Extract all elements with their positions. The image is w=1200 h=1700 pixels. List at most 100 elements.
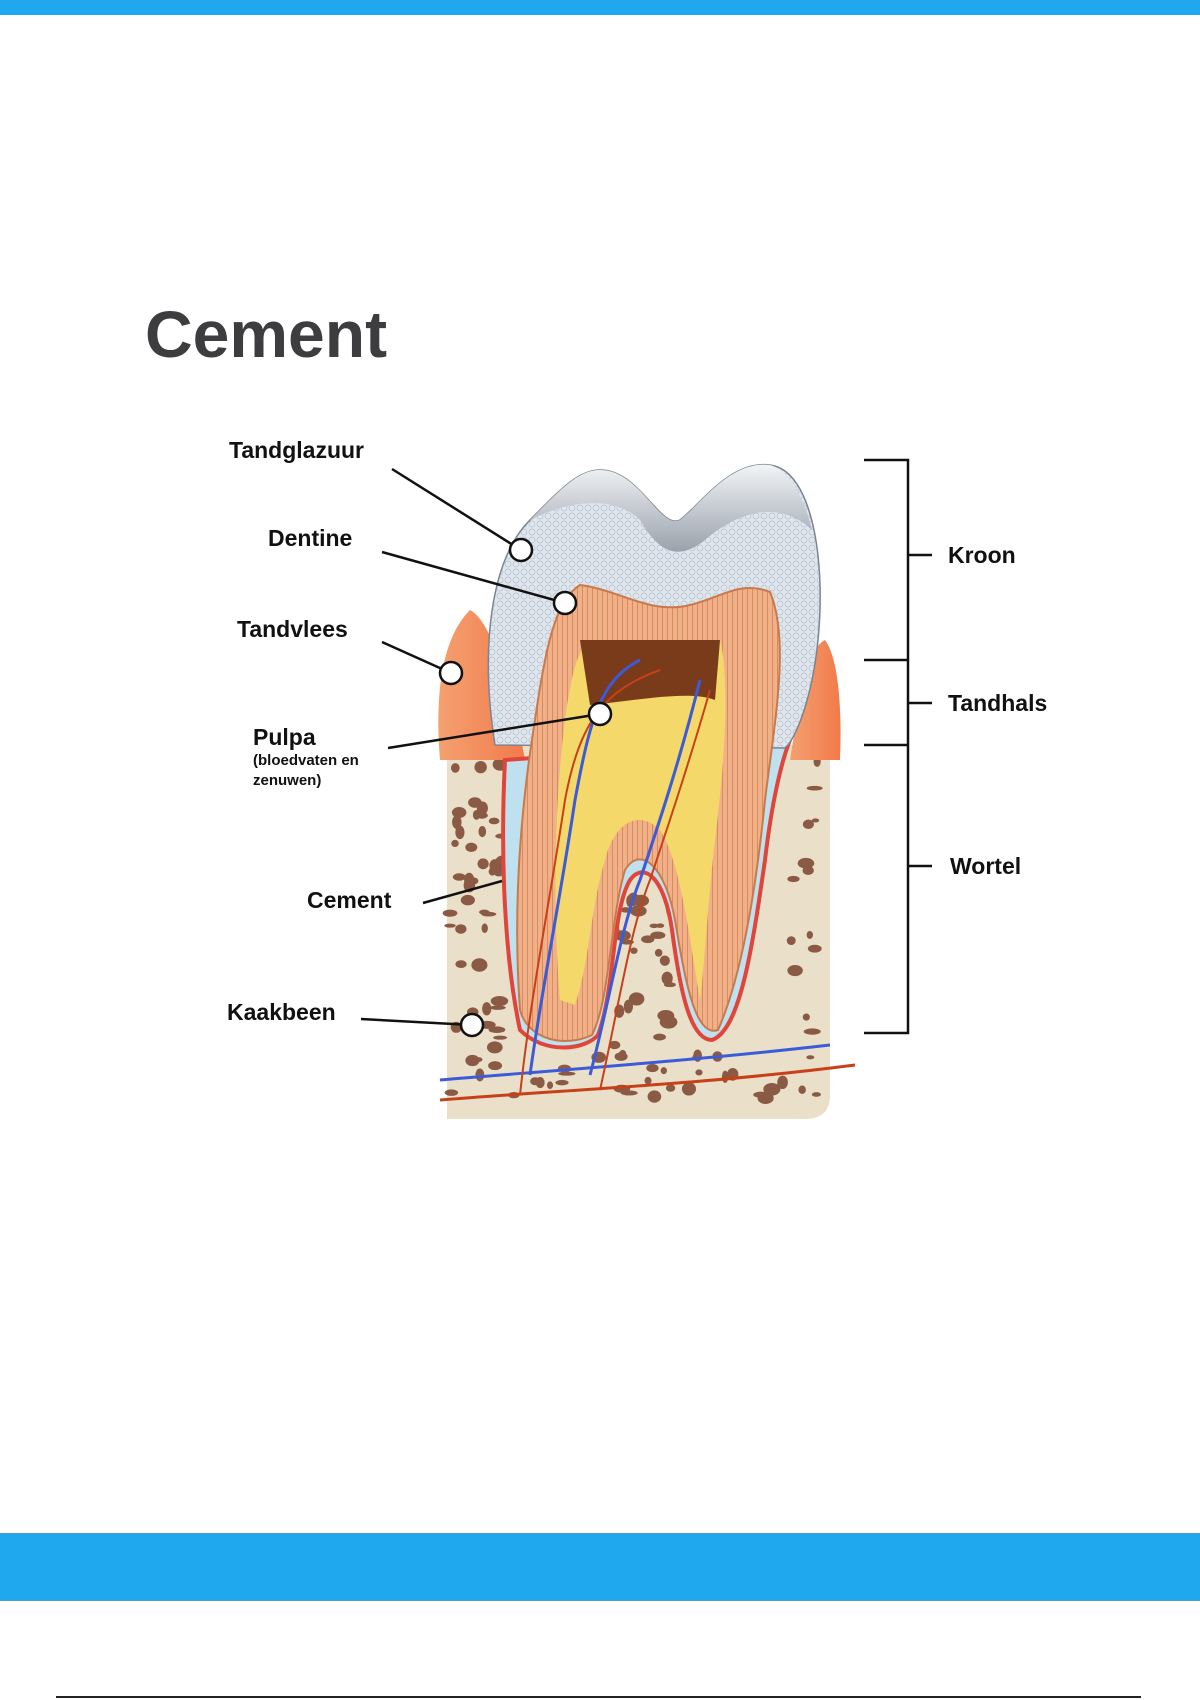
bone-pore	[478, 825, 487, 838]
bone-pore	[464, 872, 475, 887]
bone-pore	[721, 1070, 729, 1083]
bone-pore	[628, 992, 645, 1006]
label-pulp: Pulpa	[253, 724, 316, 750]
bone-pore	[659, 955, 670, 966]
bone-pore	[620, 1090, 638, 1096]
bone-pore	[465, 842, 478, 852]
bone-pore	[546, 1081, 554, 1089]
bone-pore	[489, 1005, 506, 1010]
bone-pore	[452, 873, 466, 881]
page-title: Cement	[145, 297, 388, 371]
bone-pore	[623, 999, 634, 1014]
bone-pore	[661, 971, 673, 985]
bone-pore	[803, 1028, 821, 1035]
bone-pore	[807, 944, 822, 953]
bone-pore	[471, 958, 488, 972]
blood-vessels	[439, 658, 856, 1102]
label-markers	[438, 537, 613, 1038]
label-jawbone: Kaakbeen	[227, 999, 336, 1025]
bone-pore	[444, 923, 456, 928]
marker-dentine	[552, 590, 578, 616]
bone-pore	[641, 935, 655, 944]
bone-pore	[455, 924, 467, 934]
region-bracket	[864, 458, 932, 1035]
label-cement: Cement	[307, 887, 392, 913]
bone-pore	[787, 965, 803, 977]
label-enamel: Tandglazuur	[229, 437, 365, 463]
bone-pore	[455, 960, 467, 969]
bone-pore	[608, 1040, 621, 1050]
bone-pore	[475, 1068, 485, 1082]
bone-pore	[451, 839, 459, 848]
bone-pore	[654, 948, 663, 957]
label-root: Wortel	[950, 853, 1022, 879]
bone-pore	[806, 1055, 815, 1060]
bone-pore	[630, 905, 647, 917]
bone-pore	[477, 858, 489, 870]
marker-pulp	[587, 701, 613, 727]
bone-pore	[555, 1079, 569, 1086]
bone-pore	[479, 909, 490, 915]
bone-pore	[451, 807, 467, 818]
bone-pore	[806, 785, 823, 791]
bone-pore	[777, 1075, 788, 1090]
bone-pore	[647, 1090, 662, 1103]
crown-cusps	[530, 464, 812, 552]
bone-pore	[802, 819, 814, 830]
bone-pore	[753, 1091, 769, 1098]
bone-pore	[653, 1033, 666, 1041]
bone-pore	[476, 805, 485, 813]
bone-pore	[763, 1082, 781, 1096]
bone-pore	[558, 1071, 576, 1076]
bone-pore	[806, 930, 814, 939]
bone-pore	[619, 1049, 627, 1059]
bone-pore	[482, 1002, 492, 1016]
bone-pore	[530, 1077, 541, 1086]
bone-pore	[468, 797, 482, 808]
bone-pore	[442, 909, 458, 917]
bone-pore	[444, 1089, 459, 1096]
pulp-shape	[555, 640, 726, 1005]
bone-pore	[493, 1035, 508, 1040]
bone-pore	[465, 1054, 480, 1067]
leader-lines	[360, 467, 601, 1027]
bone-pore	[681, 1082, 697, 1096]
bone-pore	[488, 1026, 506, 1034]
bone-pore	[630, 947, 638, 954]
pulp-chamber	[580, 640, 720, 705]
label-gum: Tandvlees	[237, 616, 348, 642]
bone-pore	[797, 857, 815, 869]
bone-pore	[787, 875, 800, 883]
bone-pore	[481, 923, 488, 934]
top-accent-bar	[0, 0, 1200, 15]
bone-pore	[455, 825, 465, 840]
bone-pore	[657, 1010, 675, 1022]
gum-right	[790, 640, 841, 760]
bone-pore	[644, 1076, 652, 1085]
bone-pore	[490, 995, 509, 1007]
bone-pore	[786, 936, 796, 946]
bone-pore	[488, 1061, 503, 1071]
label-crown: Kroon	[948, 542, 1016, 568]
bone-pore	[650, 931, 666, 940]
bone-pore	[811, 1092, 821, 1097]
bone-pore	[646, 1063, 659, 1073]
bone-pore	[649, 923, 659, 929]
bone-pore	[798, 1085, 806, 1094]
bone-pore	[811, 818, 820, 823]
marker-enamel	[508, 537, 534, 563]
bottom-accent-bar	[0, 1533, 1200, 1601]
bone-pore	[474, 760, 487, 774]
bone-pore	[472, 809, 481, 820]
label-neck: Tandhals	[948, 690, 1048, 716]
label-pulp-note-1: (bloedvaten en	[253, 752, 359, 769]
bone-pore	[665, 1084, 676, 1092]
marker-jawbone	[459, 1012, 485, 1038]
label-dentine: Dentine	[268, 525, 353, 551]
bone-pore	[660, 1067, 667, 1075]
bone-pore	[695, 1069, 703, 1076]
bone-pore	[450, 763, 460, 773]
bone-pore	[486, 1041, 503, 1054]
bone-pore	[488, 817, 500, 825]
